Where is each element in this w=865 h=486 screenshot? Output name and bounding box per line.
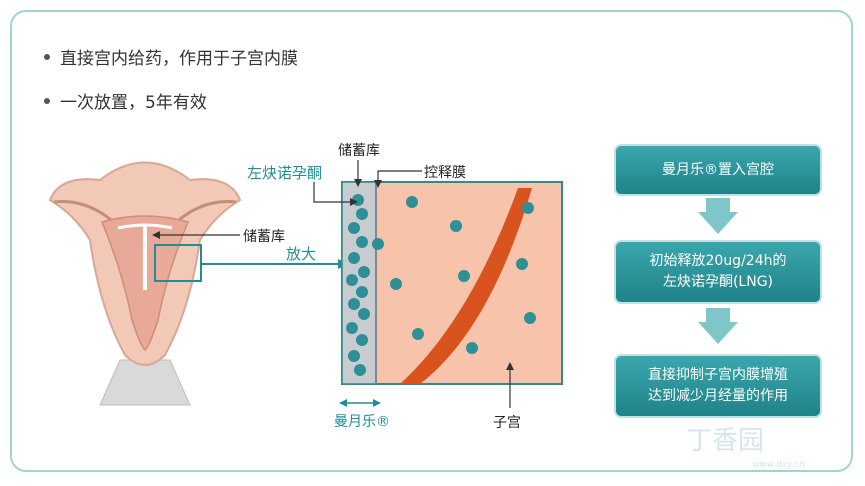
bullet-dot <box>44 54 50 60</box>
magnify-arrow <box>200 259 348 269</box>
label-uterus: 子宫 <box>493 415 521 431</box>
flow-step-text: 左炔诺孕酮(LNG) <box>662 274 774 290</box>
watermark-url: www.dxy.cn <box>752 460 805 470</box>
membrane-pointer <box>374 170 422 188</box>
label-membrane: 控释膜 <box>424 165 466 181</box>
bullet-dot <box>44 98 50 104</box>
lng-pointer <box>313 182 358 206</box>
bullet-item-1: 直接宫内给药，作用于子宫内膜 <box>44 44 298 69</box>
label-magnify: 放大 <box>286 245 317 263</box>
flow-arrow-1 <box>698 198 738 234</box>
flow-step-text: 初始释放20ug/24h的 <box>649 253 787 269</box>
uterus-pointer <box>506 362 514 408</box>
iud-arms <box>117 223 173 230</box>
label-device: 曼月乐® <box>334 414 390 430</box>
flow-step-text: 直接抑制子宫内膜增殖 <box>648 367 788 383</box>
label-storage-top: 储蓄库 <box>338 143 380 159</box>
device-width-arrow <box>339 399 381 407</box>
uterus-illustration <box>48 161 242 406</box>
label-storage-left: 储蓄库 <box>243 229 285 245</box>
molecules <box>346 194 536 376</box>
vagina-shape <box>99 359 191 406</box>
flow-arrow-2 <box>698 308 738 344</box>
storage-pointer-top <box>354 160 362 187</box>
flow-step-text: 达到减少月经量的作用 <box>648 388 788 404</box>
storage-pointer-left <box>152 231 240 239</box>
flow-step-1: 曼月乐®置入宫腔 <box>614 144 822 196</box>
bullet-text: 直接宫内给药，作用于子宫内膜 <box>60 49 298 69</box>
bullet-text: 一次放置，5年有效 <box>60 93 207 113</box>
flow-step-2: 初始释放20ug/24h的 左炔诺孕酮(LNG) <box>614 240 822 304</box>
flow-step-3: 直接抑制子宫内膜增殖 达到减少月经量的作用 <box>614 354 822 418</box>
watermark-brand: 丁香园 <box>686 426 765 456</box>
bullet-item-2: 一次放置，5年有效 <box>44 88 207 113</box>
magnified-panel <box>341 181 563 385</box>
flow-step-text: 曼月乐®置入宫腔 <box>662 161 774 178</box>
label-lng: 左炔诺孕酮 <box>247 164 323 182</box>
endometrium-band <box>400 188 532 384</box>
